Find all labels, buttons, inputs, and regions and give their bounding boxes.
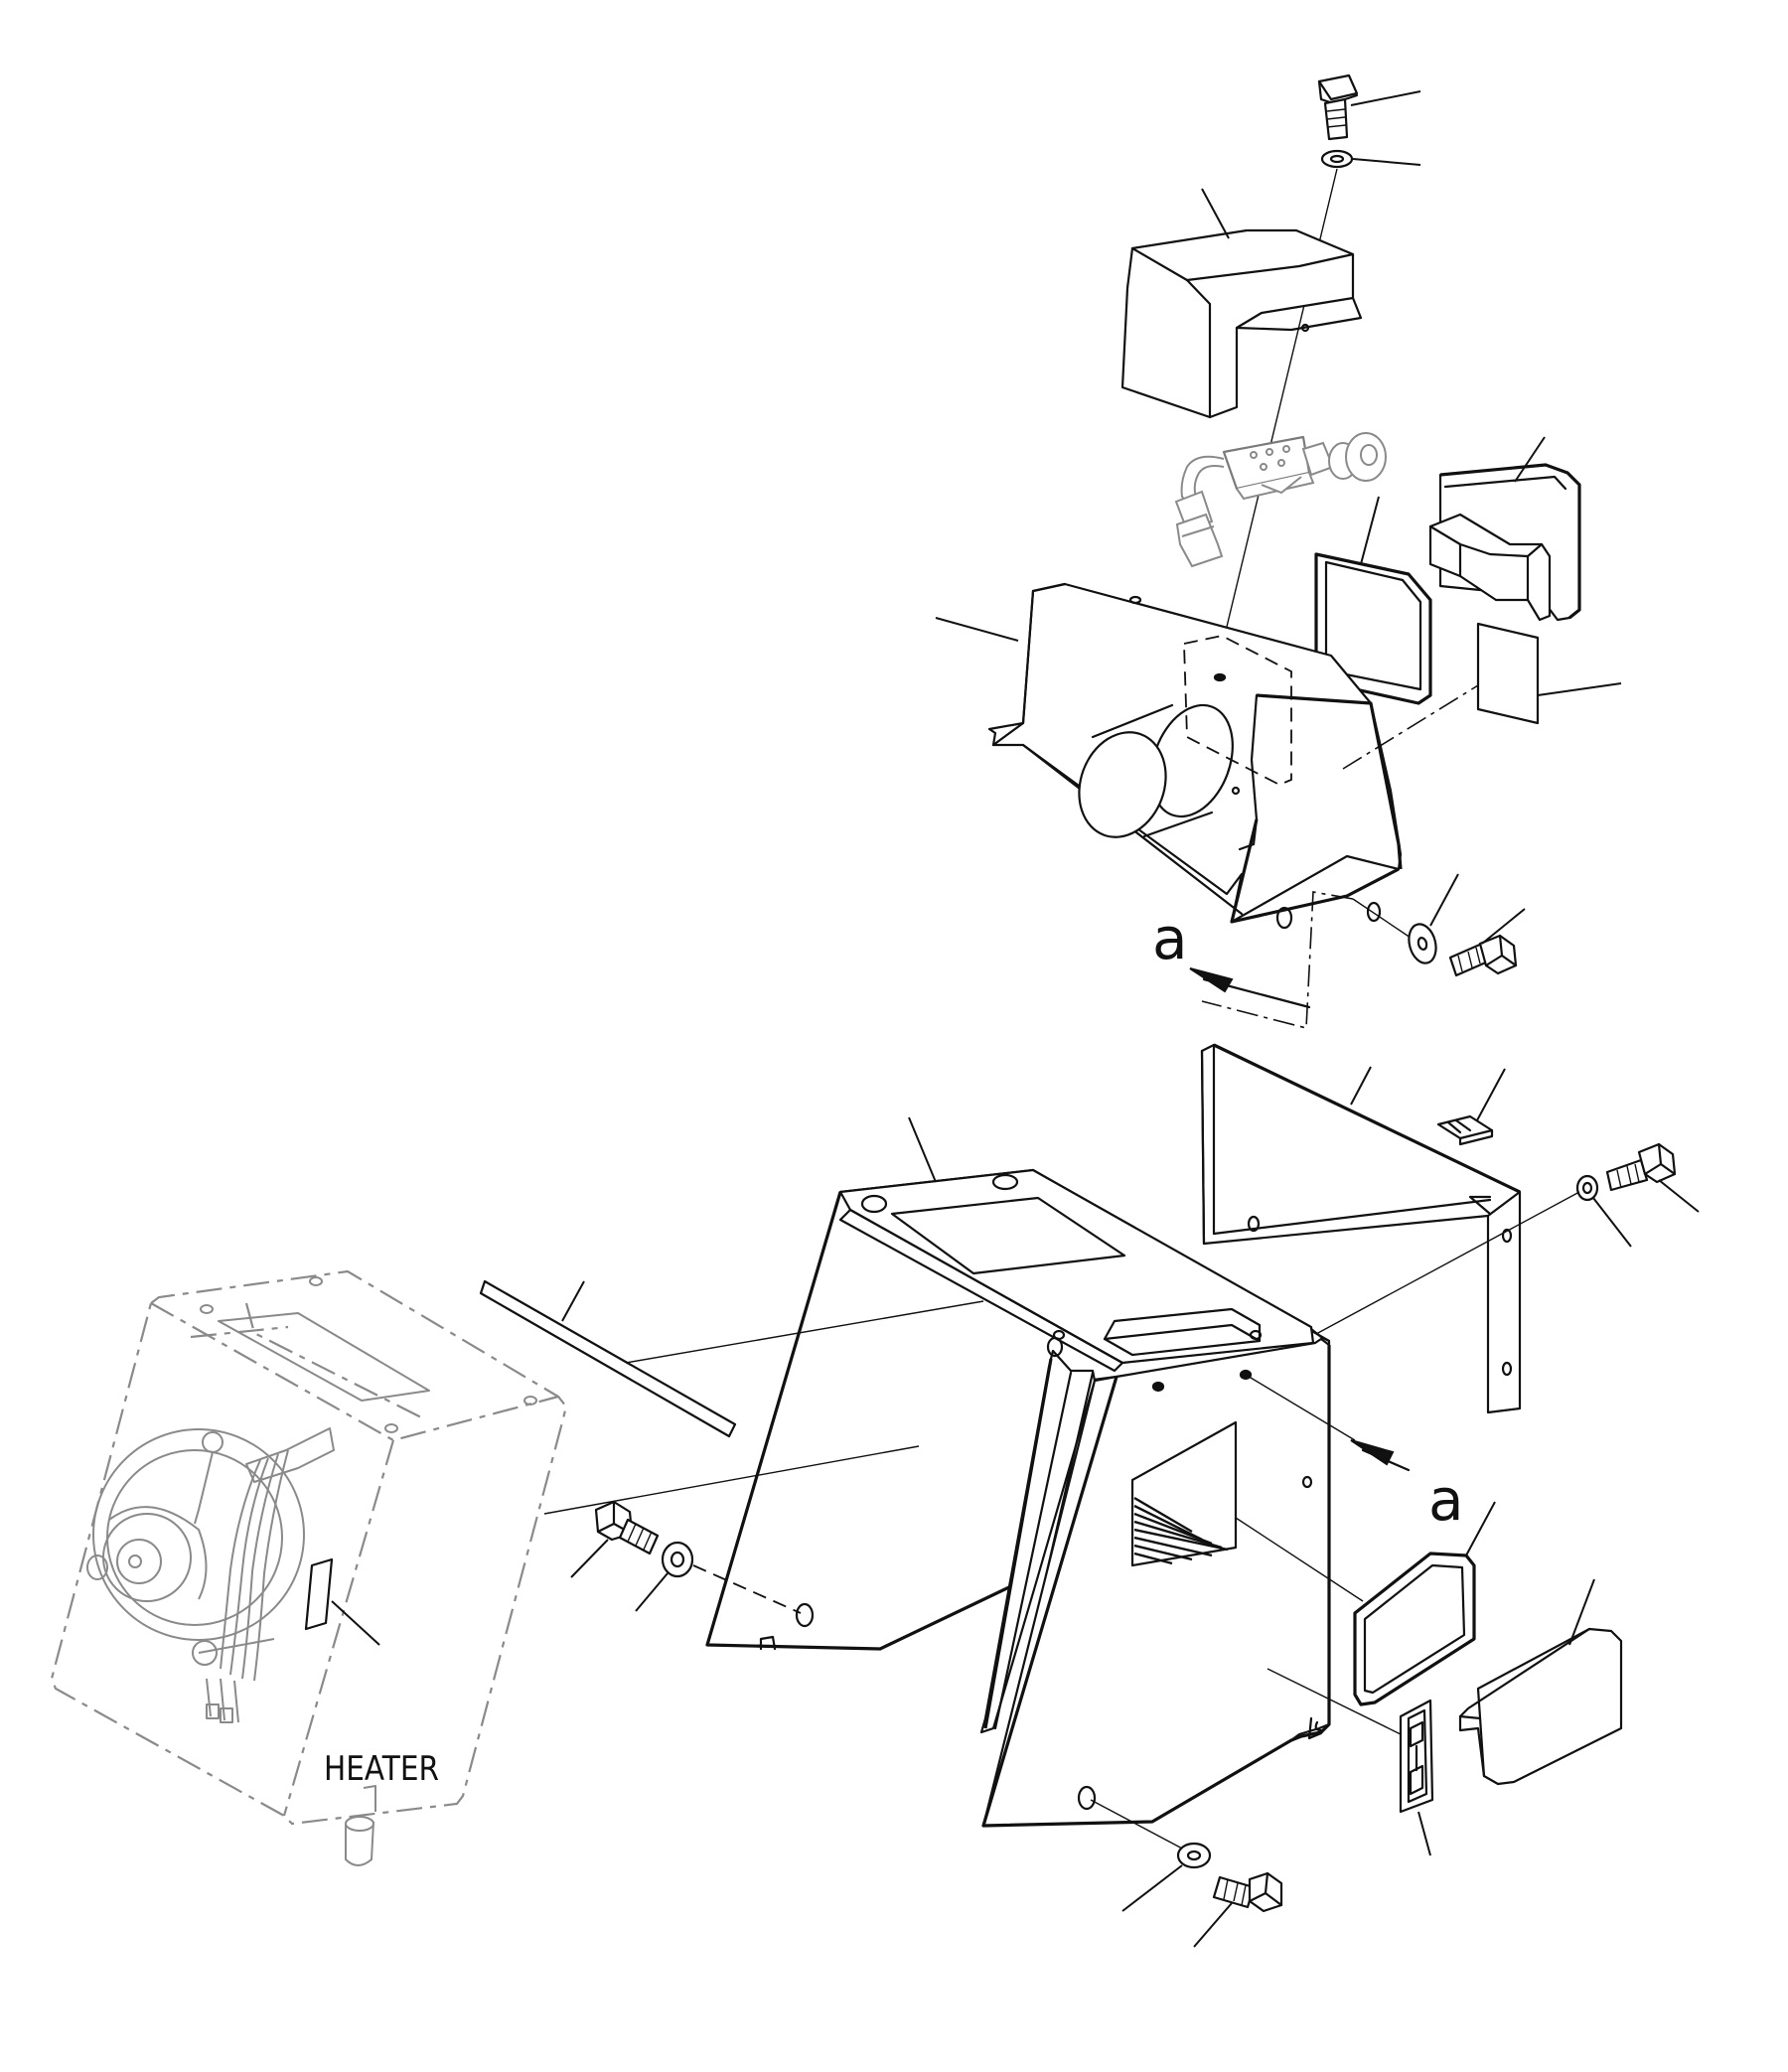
leader-lock-plate <box>1514 436 1546 483</box>
washer-right <box>1575 1174 1599 1202</box>
assembly-line-view-a <box>1245 1374 1356 1441</box>
lock-plate <box>1428 463 1581 622</box>
washer-left <box>661 1541 694 1578</box>
leader-gasket-lower <box>1465 1501 1496 1556</box>
leader-seal-strip <box>561 1280 585 1322</box>
heater-label: HEATER <box>324 1749 439 1789</box>
leader-bolt-lower <box>1193 1902 1233 1948</box>
leader-top-washer <box>1352 158 1421 166</box>
leader-bolt-right <box>1658 1179 1700 1213</box>
view-arrow-upper: a <box>1152 891 1354 1030</box>
assembly-line-gasket-lower <box>1235 1517 1364 1602</box>
washer-lower <box>1176 1842 1212 1869</box>
assembly-line-heater <box>543 1445 920 1515</box>
view-label-upper: a <box>1152 905 1188 972</box>
assembly-line-left-bolt <box>692 1564 802 1614</box>
clip <box>1436 1114 1494 1146</box>
switch-cover <box>1120 228 1363 419</box>
leader-clip <box>1476 1068 1506 1121</box>
leader-top-bolt <box>1350 90 1421 106</box>
decal-lower <box>1399 1699 1434 1814</box>
leader-rear-cover <box>1350 1066 1372 1106</box>
leader-heater-decal <box>331 1600 380 1646</box>
leader-upper-bracket <box>935 617 1019 642</box>
bolt-upper-right <box>1448 934 1518 977</box>
leader-washer-right <box>1592 1197 1632 1248</box>
top-bolt <box>1317 74 1359 141</box>
upper-bracket <box>987 582 1479 930</box>
leader-bolt-upper-right <box>1481 908 1526 945</box>
leader-washer-lower <box>1121 1864 1183 1912</box>
leader-main-bracket <box>908 1116 937 1183</box>
assembly-line-right-bolt <box>1302 1191 1580 1342</box>
leader-cover-cap <box>1568 1578 1595 1646</box>
seal-strip <box>479 1279 737 1438</box>
vent-hatching <box>1133 1496 1229 1565</box>
top-washer <box>1320 149 1354 169</box>
leader-washer-upper-right <box>1429 873 1459 927</box>
washer-upper-right <box>1408 923 1437 964</box>
rear-cover <box>1200 1043 1522 1414</box>
main-console-bracket <box>705 1168 1331 1828</box>
view-label-lower: a <box>1428 1466 1464 1534</box>
leader-nameplate-upper <box>1537 682 1622 696</box>
assembly-line-upper-bolt <box>1352 898 1412 939</box>
cover-cap <box>1458 1627 1623 1786</box>
nameplate-upper <box>1476 622 1540 725</box>
bolt-lower <box>1212 1871 1283 1913</box>
leader-gasket-upper <box>1360 496 1380 565</box>
bolt-right <box>1605 1142 1677 1192</box>
leader-bolt-left <box>570 1539 609 1578</box>
heater-unit: HEATER <box>50 1269 568 1866</box>
view-arrow-lower: a <box>1350 1439 1464 1534</box>
leader-washer-left <box>635 1572 669 1612</box>
assembly-line-seal <box>625 1300 984 1364</box>
bolt-left <box>594 1500 660 1555</box>
assembly-line-lower-bolt <box>1090 1799 1185 1850</box>
leader-decal-lower <box>1417 1811 1431 1856</box>
leader-switch-cover <box>1201 188 1230 239</box>
assembly-line-decal <box>1266 1668 1402 1735</box>
gasket-lower <box>1353 1552 1476 1706</box>
ignition-switch <box>1174 432 1387 568</box>
